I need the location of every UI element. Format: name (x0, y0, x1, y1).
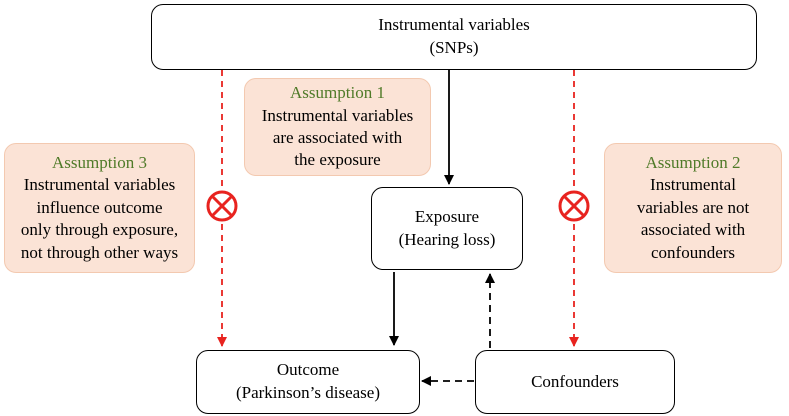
assumption-1-line: the exposure (294, 150, 381, 170)
assumption-1-title: Assumption 1 (290, 83, 385, 103)
assumption-2-line: variables are not (636, 197, 750, 217)
prohibited-icon-left (206, 190, 238, 222)
prohibited-icon-right (558, 190, 590, 222)
node-outcome-line2: (Parkinson’s disease) (235, 383, 380, 402)
node-confounders: Confounders (475, 350, 675, 414)
assumption-1-line: Instrumental variables (261, 105, 414, 125)
node-exposure-line1: Exposure (414, 206, 480, 226)
assumption-3-title: Assumption 3 (52, 152, 147, 172)
assumption-3-line: only through exposure, (20, 220, 179, 240)
node-confounders-line1: Confounders (531, 371, 619, 391)
assumption-3-line: Instrumental variables (23, 175, 176, 195)
node-instrumental-variables-line1: Instrumental variables (378, 15, 530, 35)
node-outcome: Outcome (Parkinson’s disease) (196, 350, 420, 414)
assumption-1-line: are associated with (272, 128, 403, 147)
node-exposure-line2: (Hearing loss) (398, 229, 496, 249)
assumption-2-line: Instrumental (650, 175, 736, 195)
assumption-3-line: influence outcome (36, 197, 163, 217)
assumption-3-note: Assumption 3 Instrumental variables infl… (4, 143, 195, 273)
assumption-2-line: confounders (650, 242, 736, 262)
assumption-2-title: Assumption 2 (645, 152, 741, 172)
node-outcome-line1: Outcome (276, 360, 340, 380)
assumption-2-line: associated with (640, 220, 746, 240)
assumption-2-note: Assumption 2 Instrumental variables are … (604, 143, 782, 273)
node-exposure: Exposure (Hearing loss) (371, 187, 523, 270)
assumption-3-line: not through other ways (20, 242, 179, 262)
node-instrumental-variables: Instrumental variables (SNPs) (151, 4, 757, 70)
node-instrumental-variables-line2: (SNPs) (429, 38, 479, 57)
assumption-1-note: Assumption 1 Instrumental variables are … (244, 78, 431, 176)
